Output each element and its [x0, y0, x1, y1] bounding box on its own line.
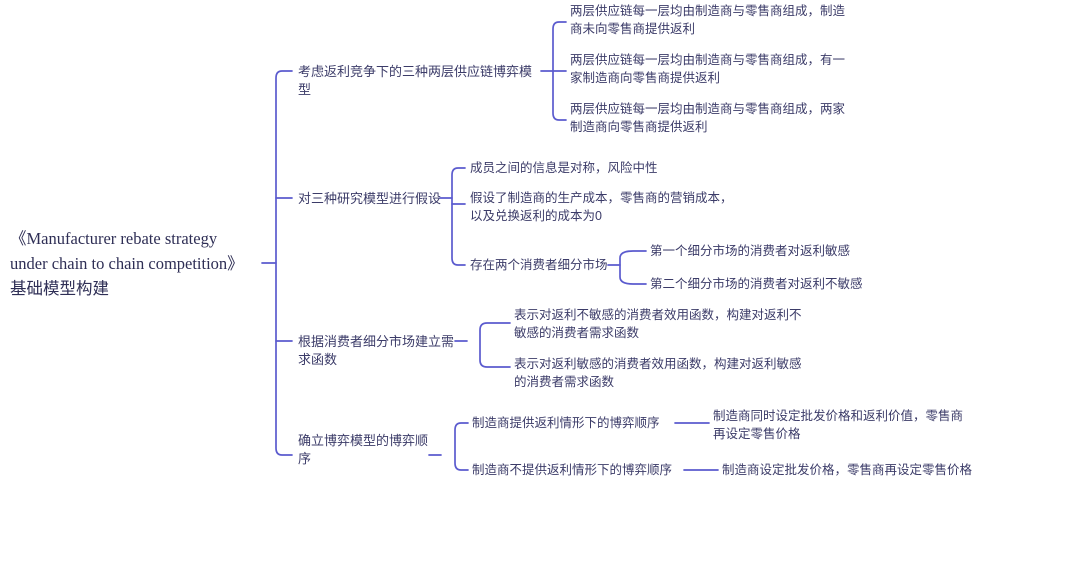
branch-node-3[interactable]: 根据消费者细分市场建立需求函数 [298, 334, 455, 368]
branch1-bracket [552, 21, 567, 121]
trunk-bracket [275, 70, 293, 456]
leaf-node-4-2[interactable]: 制造商不提供返利情形下的博弈顺序 [472, 463, 673, 477]
leaf-node-2-3[interactable]: 存在两个消费者细分市场 [470, 258, 608, 272]
branch4-bracket [454, 422, 469, 471]
branch-node-1[interactable]: 考虑返利竞争下的三种两层供应链博弈模型 [298, 64, 533, 98]
leaf-node-4-1-1[interactable]: 制造商同时设定批发价格和返利价值，零售商再设定零售价格 [713, 409, 964, 441]
leaf-node-1-1[interactable]: 两层供应链每一层均由制造商与零售商组成，制造商未向零售商提供返利 [570, 4, 846, 36]
root-node[interactable]: 《Manufacturer rebate strategy under chai… [10, 229, 244, 298]
branch2-bracket [451, 167, 466, 266]
leaf-node-1-2[interactable]: 两层供应链每一层均由制造商与零售商组成，有一家制造商向零售商提供返利 [570, 53, 846, 85]
leaf-node-4-1[interactable]: 制造商提供返利情形下的博弈顺序 [472, 416, 660, 430]
leaf-node-1-3[interactable]: 两层供应链每一层均由制造商与零售商组成，两家制造商向零售商提供返利 [570, 102, 846, 134]
leaf-node-3-2[interactable]: 表示对返利敏感的消费者效用函数，构建对返利敏感的消费者需求函数 [514, 357, 802, 389]
branch3-bracket [479, 322, 511, 368]
leaf-node-2-2[interactable]: 假设了制造商的生产成本，零售商的营销成本，以及兑换返利的成本为0 [470, 191, 733, 223]
leaf-node-2-3-1[interactable]: 第一个细分市场的消费者对返利敏感 [650, 244, 851, 258]
leaf-node-3-1[interactable]: 表示对返利不敏感的消费者效用函数，构建对返利不敏感的消费者需求函数 [514, 308, 802, 340]
leaf-node-4-2-1[interactable]: 制造商设定批发价格，零售商再设定零售价格 [722, 463, 973, 477]
branch-node-4[interactable]: 确立博弈模型的博弈顺序 [298, 433, 429, 467]
branch2-child3-bracket [619, 250, 647, 285]
leaf-node-2-1[interactable]: 成员之间的信息是对称，风险中性 [470, 161, 658, 175]
branch-node-2[interactable]: 对三种研究模型进行假设 [298, 191, 442, 206]
leaf-node-2-3-2[interactable]: 第二个细分市场的消费者对返利不敏感 [650, 277, 863, 291]
